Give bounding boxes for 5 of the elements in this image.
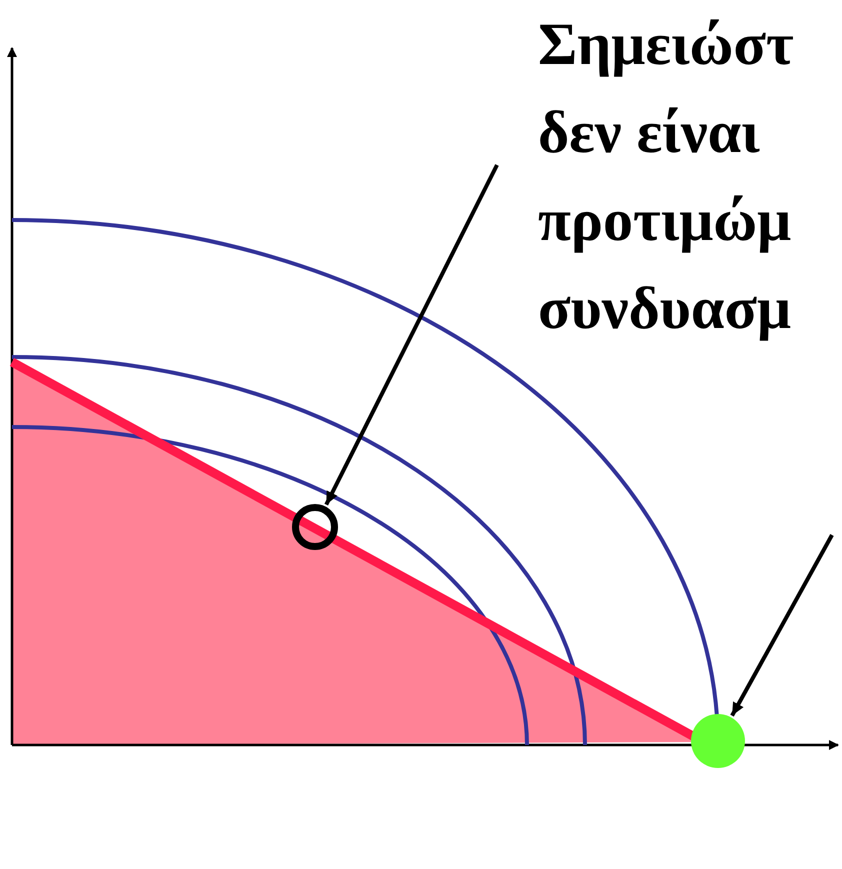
optimum-marker	[292, 504, 338, 550]
leader-line	[324, 164, 499, 506]
corner-point	[691, 714, 745, 768]
arrow	[730, 534, 834, 717]
callout-note: Σημειώστ δεν είναι προτιμώμ συνδυασμ	[538, 0, 842, 352]
